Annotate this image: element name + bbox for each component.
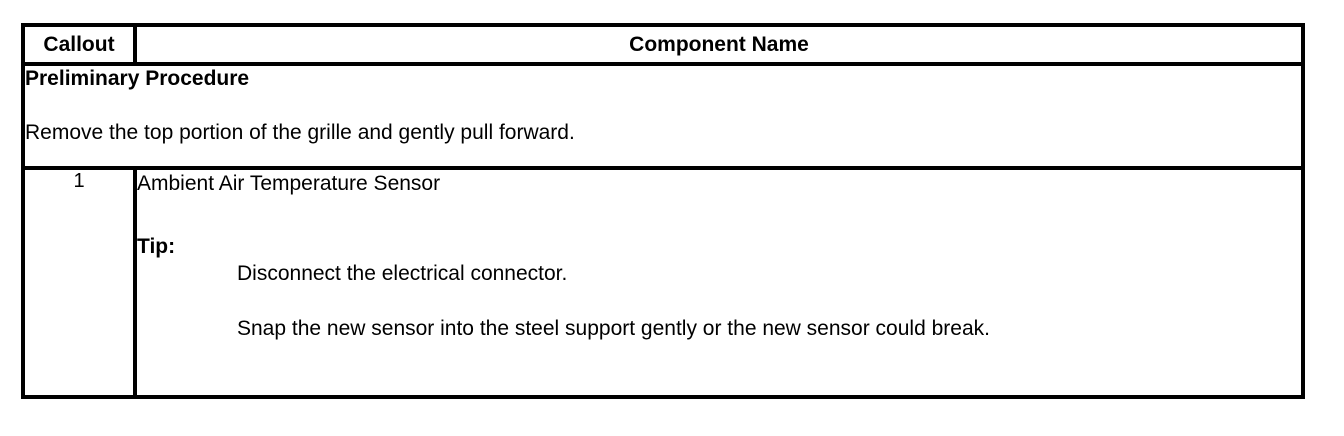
detail-spacer-bottom	[137, 342, 1301, 364]
tip-label: Tip:	[137, 235, 176, 258]
table-row: 1 Ambient Air Temperature Sensor Tip: Di…	[21, 166, 1305, 399]
preliminary-spacer	[25, 92, 1301, 120]
detail-spacer-top	[137, 197, 1301, 233]
preliminary-procedure-row: Preliminary Procedure Remove the top por…	[21, 62, 1305, 170]
preliminary-procedure-cell: Preliminary Procedure Remove the top por…	[21, 62, 1305, 170]
preliminary-procedure-text: Remove the top portion of the grille and…	[25, 121, 575, 144]
component-name-text: Ambient Air Temperature Sensor	[137, 172, 441, 195]
table-header: Callout Component Name	[21, 23, 1305, 66]
tip-line-1: Disconnect the electrical connector.	[237, 262, 568, 285]
tip-line-2: Snap the new sensor into the steel suppo…	[237, 317, 990, 340]
header-row: Callout Component Name	[21, 23, 1305, 66]
table-body: Preliminary Procedure Remove the top por…	[21, 62, 1305, 399]
column-header-callout: Callout	[21, 23, 137, 66]
component-table: Callout Component Name Preliminary Proce…	[21, 23, 1305, 399]
component-detail-cell: Ambient Air Temperature Sensor Tip: Disc…	[133, 166, 1305, 399]
preliminary-procedure-title: Preliminary Procedure	[25, 67, 250, 90]
callout-number-cell: 1	[21, 166, 137, 399]
detail-spacer-middle	[137, 287, 1301, 315]
column-header-component-name: Component Name	[133, 23, 1305, 66]
